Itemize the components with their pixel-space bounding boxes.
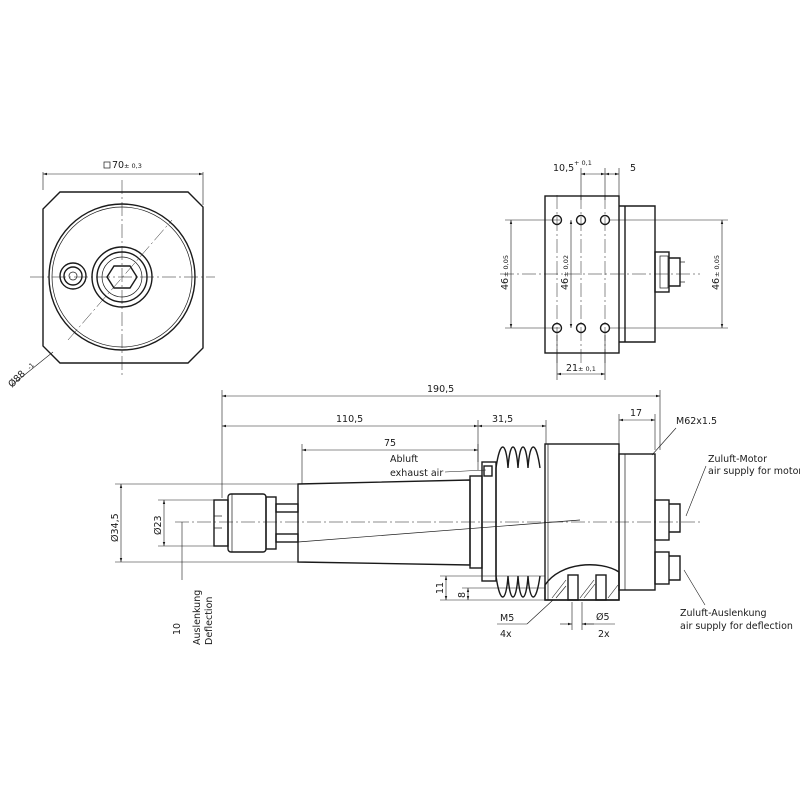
section-hatch [551,579,619,599]
front-view: 70 ± 0,3 Ø88 -1 [6,160,215,390]
side-view: 10,5 + 0,1 5 46 ± 0,05 46 ± 0,02 46 ± 0,… [500,159,728,380]
dim-height-right-tol: ± 0,05 [713,255,721,277]
deflection-value: 10 [172,623,183,635]
dim-bolt-circle: Ø88 [6,368,28,390]
dim-thread-m5: M5 [500,613,514,624]
dim-count-4x: 4x [500,629,512,640]
dim-side-right: 5 [630,163,636,174]
dim-square: 70 [112,160,124,171]
dim-total-length: 190,5 [427,384,454,395]
dim-dia-inner: Ø23 [153,515,164,535]
square-symbol-icon [103,161,111,169]
dim-height-left-tol: ± 0,05 [502,255,510,277]
label-abluft: Abluft [390,454,418,465]
dim-height-mid-tol: ± 0,02 [562,255,570,277]
dim-8: 8 [457,592,468,598]
dim-dia-outer: Ø34,5 [110,513,121,542]
label-zuluft-motor: Zuluft-Motor [708,454,767,465]
dim-height-left: 46 [500,278,511,290]
dim-height-mid: 46 [560,278,571,290]
label-zuluft-deflection: Zuluft-Auslenkung [680,608,767,619]
dim-11: 11 [435,582,446,594]
dim-thread: M62x1.5 [676,416,717,427]
dim-square-tol: ± 0,3 [124,162,142,170]
dim-length-3: 17 [630,408,642,419]
dim-length-1: 110,5 [336,414,363,425]
dim-bottom-width-tol: ± 0,1 [578,365,596,373]
dim-dia-5: Ø5 [596,612,610,623]
dim-height-right: 46 [711,278,722,290]
label-auslenkung: Auslenkung [192,590,203,645]
long-view: 190,5 110,5 31,5 17 M62x1.5 75 Abluft ex… [110,384,800,645]
label-air-deflection: air supply for deflection [680,621,793,632]
dim-bolt-circle-tol: -1 [26,361,36,371]
label-air-motor: air supply for motor [708,466,800,477]
dim-length-2: 31,5 [492,414,513,425]
dim-bottom-width: 21 [566,363,578,374]
dim-count-2x: 2x [598,629,610,640]
dim-side-offset: 10,5 [553,163,574,174]
label-exhaust: exhaust air [390,468,443,479]
dim-length-4: 75 [384,438,396,449]
label-deflection: Deflection [204,597,215,645]
dim-side-offset-tol: + 0,1 [574,159,592,167]
